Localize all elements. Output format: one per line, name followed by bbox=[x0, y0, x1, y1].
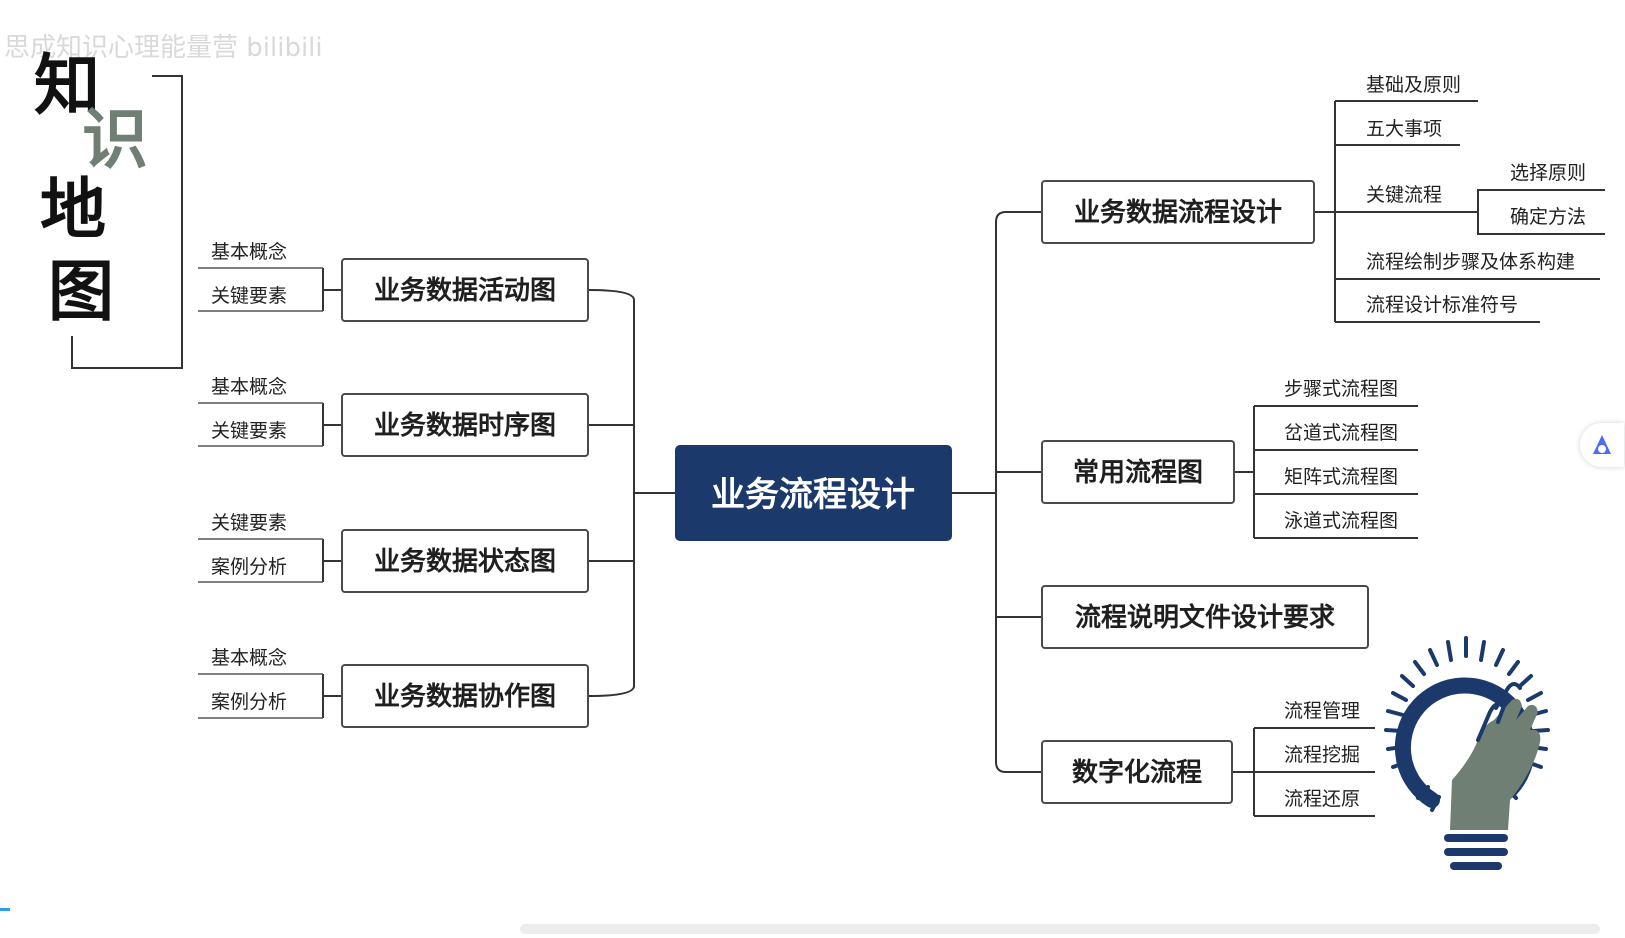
leaf-label[interactable]: 基本概念 bbox=[211, 375, 287, 398]
progress-marker bbox=[0, 908, 10, 911]
lightbulb-hand-icon bbox=[1384, 636, 1550, 870]
leaf-label[interactable]: 步骤式流程图 bbox=[1284, 378, 1398, 400]
leaf-label[interactable]: 案例分析 bbox=[211, 691, 287, 713]
leaf-label[interactable]: 五大事项 bbox=[1366, 118, 1442, 140]
left-leaves: 基本概念 关键要素 基本概念 关键要素 关键要素 案例分析 基本概念 案例分析 bbox=[198, 240, 323, 719]
horizontal-scrollbar[interactable] bbox=[520, 924, 1600, 934]
left-node-label: 业务数据时序图 bbox=[374, 410, 556, 441]
left-node-label: 业务数据活动图 bbox=[374, 276, 556, 306]
leaf-label[interactable]: 关键要素 bbox=[211, 420, 287, 442]
leaf-label[interactable]: 流程挖掘 bbox=[1284, 744, 1360, 766]
left-node-collaboration[interactable]: 业务数据协作图 bbox=[341, 664, 589, 728]
right-node-label: 数字化流程 bbox=[1072, 757, 1202, 788]
right-node-doc-requirements[interactable]: 流程说明文件设计要求 bbox=[1041, 585, 1369, 649]
leaf-label[interactable]: 关键要素 bbox=[211, 285, 287, 307]
connectors bbox=[322, 100, 1605, 817]
leaf-label[interactable]: 岔道式流程图 bbox=[1284, 422, 1398, 444]
leaf-label[interactable]: 案例分析 bbox=[211, 556, 287, 578]
left-node-sequence[interactable]: 业务数据时序图 bbox=[341, 393, 589, 457]
right-leaves-4: 流程管理 流程挖掘 流程还原 bbox=[1284, 700, 1360, 810]
title-char-3: 地 bbox=[40, 170, 106, 248]
right-leaves-2: 步骤式流程图 岔道式流程图 矩阵式流程图 泳道式流程图 bbox=[1284, 378, 1398, 532]
root-label: 业务流程设计 bbox=[711, 475, 915, 515]
leaf-label[interactable]: 矩阵式流程图 bbox=[1284, 466, 1398, 488]
title-bracket bbox=[71, 75, 183, 369]
leaf-label[interactable]: 关键流程 bbox=[1366, 184, 1442, 206]
left-node-activity[interactable]: 业务数据活动图 bbox=[341, 258, 589, 322]
leaf-label[interactable]: 选择原则 bbox=[1510, 162, 1586, 184]
leaf-label[interactable]: 基础及原则 bbox=[1366, 74, 1461, 96]
right-node-label: 常用流程图 bbox=[1073, 458, 1203, 488]
leaf-label[interactable]: 泳道式流程图 bbox=[1284, 510, 1398, 532]
right-leaves-1: 基础及原则 五大事项 关键流程 选择原则 确定方法 流程绘制步骤及体系构建 流程… bbox=[1366, 74, 1586, 316]
leaf-label[interactable]: 确定方法 bbox=[1510, 206, 1586, 228]
left-node-state[interactable]: 业务数据状态图 bbox=[341, 529, 589, 593]
root-node[interactable]: 业务流程设计 bbox=[675, 445, 952, 541]
left-node-label: 业务数据协作图 bbox=[374, 682, 556, 712]
right-node-digital-flow[interactable]: 数字化流程 bbox=[1041, 740, 1233, 804]
leaf-label[interactable]: 流程管理 bbox=[1284, 700, 1360, 722]
right-node-data-flow-design[interactable]: 业务数据流程设计 bbox=[1041, 180, 1315, 244]
leaf-label[interactable]: 基本概念 bbox=[211, 646, 287, 669]
title-char-1: 知 bbox=[34, 46, 100, 124]
title-block: 知 识 地 图 bbox=[34, 46, 183, 369]
right-node-label: 业务数据流程设计 bbox=[1074, 198, 1282, 228]
left-node-label: 业务数据状态图 bbox=[374, 546, 556, 577]
leaf-label[interactable]: 流程设计标准符号 bbox=[1366, 294, 1518, 316]
assistant-icon bbox=[1593, 435, 1611, 454]
right-node-common-flowcharts[interactable]: 常用流程图 bbox=[1041, 440, 1235, 504]
title-char-2: 识 bbox=[82, 100, 148, 178]
leaf-label[interactable]: 关键要素 bbox=[211, 512, 287, 534]
assistant-button[interactable] bbox=[1580, 423, 1624, 467]
title-char-4: 图 bbox=[48, 252, 114, 330]
right-node-label: 流程说明文件设计要求 bbox=[1075, 602, 1335, 633]
leaf-label[interactable]: 流程绘制步骤及体系构建 bbox=[1366, 251, 1575, 273]
watermark: 思成知识心理能量营 bilibili bbox=[4, 33, 323, 63]
leaf-label[interactable]: 流程还原 bbox=[1284, 788, 1360, 810]
leaf-label[interactable]: 基本概念 bbox=[211, 240, 287, 263]
